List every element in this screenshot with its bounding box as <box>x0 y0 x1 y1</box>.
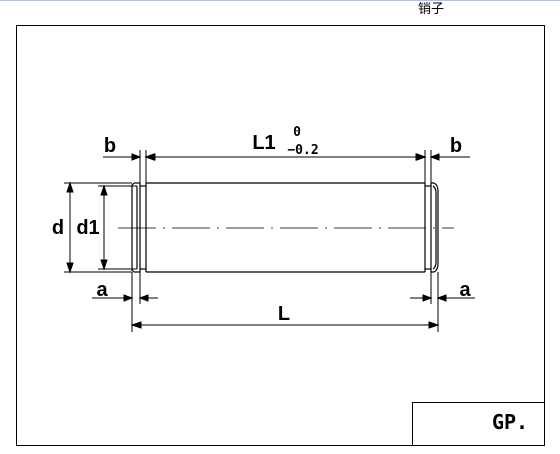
label-a-left: a <box>96 279 108 301</box>
pin-body <box>131 182 439 273</box>
dimension-d1 <box>98 184 137 271</box>
title-block-code: GP. <box>492 410 528 434</box>
dimension-b-right <box>415 153 470 161</box>
label-b-right: b <box>450 135 462 157</box>
right-chamfer <box>432 185 437 270</box>
dimension-b-left <box>103 153 156 161</box>
label-d1: d1 <box>76 217 99 239</box>
drawing-frame <box>16 25 545 446</box>
label-b-left: b <box>104 135 116 157</box>
dimension-a-right <box>410 272 475 304</box>
top-rule <box>0 0 560 1</box>
page-title: 销子 <box>418 2 445 17</box>
dimension-a-left <box>92 272 158 304</box>
label-L1: L1 <box>252 132 275 154</box>
dimension-L <box>130 272 440 332</box>
label-d: d <box>52 217 64 239</box>
pin-right-end <box>431 182 439 273</box>
dimension-d <box>64 181 132 274</box>
label-L: L <box>278 303 290 325</box>
dimension-L1 <box>139 150 432 183</box>
label-a-right: a <box>459 279 471 301</box>
pin-left-end <box>131 182 135 273</box>
tolerance-lower: −0.2 <box>287 143 318 158</box>
title-block <box>412 402 545 446</box>
tolerance-upper: 0 <box>293 125 301 140</box>
